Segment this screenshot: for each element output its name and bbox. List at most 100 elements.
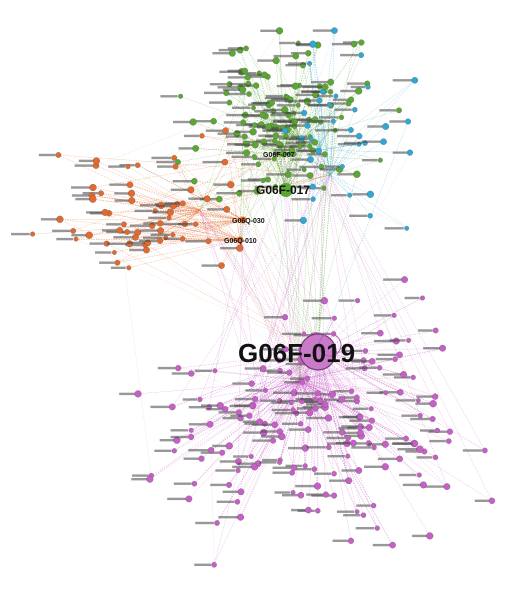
graph-node[interactable] (446, 438, 452, 444)
graph-node[interactable] (146, 475, 154, 483)
graph-node[interactable] (327, 102, 333, 108)
graph-node[interactable] (244, 74, 251, 81)
graph-node[interactable] (309, 40, 317, 48)
graph-node[interactable] (411, 77, 419, 84)
graph-node[interactable] (415, 398, 421, 403)
graph-node[interactable] (236, 244, 244, 252)
graph-node[interactable] (55, 152, 62, 158)
graph-node[interactable] (429, 400, 437, 408)
graph-node[interactable] (276, 357, 282, 364)
graph-node[interactable] (327, 78, 335, 86)
graph-node[interactable] (338, 429, 346, 436)
graph-node[interactable] (362, 348, 369, 354)
graph-node[interactable] (439, 344, 446, 352)
graph-node[interactable] (405, 118, 411, 125)
graph-node[interactable] (70, 228, 77, 234)
graph-node[interactable] (263, 387, 268, 393)
graph-node[interactable] (312, 405, 319, 412)
graph-node[interactable] (314, 390, 321, 397)
graph-node[interactable] (321, 151, 328, 158)
graph-node[interactable] (299, 216, 307, 224)
graph-node[interactable] (360, 512, 367, 518)
graph-node[interactable] (396, 107, 402, 114)
graph-node[interactable] (397, 389, 404, 396)
graph-node[interactable] (219, 449, 226, 456)
graph-node[interactable] (270, 437, 276, 444)
graph-node[interactable] (434, 427, 440, 434)
graph-node[interactable] (382, 123, 390, 130)
graph-node[interactable] (264, 123, 272, 131)
graph-node[interactable] (251, 463, 259, 471)
graph-node[interactable] (112, 250, 117, 255)
graph-node[interactable] (377, 157, 383, 163)
graph-node[interactable] (419, 481, 427, 489)
graph-node[interactable] (114, 259, 121, 266)
graph-node[interactable] (315, 147, 322, 155)
graph-node[interactable] (248, 454, 254, 459)
graph-node[interactable] (292, 52, 300, 60)
graph-node[interactable] (368, 417, 375, 424)
graph-node[interactable] (352, 107, 358, 113)
graph-node[interactable] (249, 128, 257, 136)
graph-node[interactable] (241, 67, 248, 74)
graph-node[interactable] (432, 327, 439, 334)
graph-node[interactable] (356, 132, 363, 140)
graph-node[interactable] (125, 164, 131, 170)
graph-node[interactable] (30, 231, 36, 237)
graph-node[interactable] (235, 409, 242, 416)
graph-node[interactable] (307, 156, 314, 163)
graph-node[interactable] (225, 442, 233, 450)
hub-node-g06f-017[interactable] (279, 183, 293, 197)
graph-node[interactable] (214, 520, 220, 526)
graph-node[interactable] (338, 114, 345, 120)
graph-node[interactable] (259, 112, 266, 119)
graph-node[interactable] (357, 429, 364, 437)
graph-node[interactable] (251, 396, 259, 403)
graph-node[interactable] (302, 463, 308, 469)
graph-node[interactable] (355, 298, 361, 304)
graph-node[interactable] (396, 455, 403, 463)
graph-node[interactable] (248, 380, 255, 387)
graph-node[interactable] (338, 396, 345, 403)
graph-node[interactable] (446, 428, 453, 435)
graph-node[interactable] (339, 164, 345, 170)
graph-node[interactable] (392, 356, 398, 362)
graph-node[interactable] (482, 447, 488, 454)
graph-node[interactable] (226, 481, 232, 488)
graph-node[interactable] (357, 414, 364, 420)
graph-node[interactable] (355, 467, 363, 474)
graph-node[interactable] (85, 231, 93, 239)
graph-node[interactable] (252, 82, 260, 89)
graph-node[interactable] (331, 471, 337, 477)
graph-node[interactable] (281, 314, 289, 321)
graph-node[interactable] (228, 49, 236, 57)
graph-node[interactable] (249, 403, 255, 409)
graph-node[interactable] (345, 477, 352, 485)
graph-node[interactable] (260, 177, 266, 184)
graph-node[interactable] (320, 297, 328, 305)
graph-node[interactable] (297, 421, 304, 427)
hub-node-g06f-019[interactable] (299, 333, 337, 371)
graph-node[interactable] (227, 181, 235, 189)
graph-node[interactable] (353, 394, 360, 401)
graph-node[interactable] (278, 432, 286, 441)
graph-node[interactable] (412, 440, 419, 447)
graph-node[interactable] (246, 91, 252, 97)
graph-node[interactable] (128, 197, 136, 205)
graph-node[interactable] (426, 532, 434, 540)
graph-node[interactable] (179, 236, 186, 242)
graph-node[interactable] (126, 181, 134, 188)
graph-node[interactable] (101, 208, 109, 216)
graph-node[interactable] (347, 192, 353, 198)
graph-node[interactable] (168, 403, 176, 411)
graph-node[interactable] (251, 122, 258, 128)
graph-node[interactable] (197, 396, 203, 403)
graph-node[interactable] (271, 421, 278, 428)
graph-node[interactable] (223, 206, 231, 213)
graph-node[interactable] (391, 312, 397, 318)
graph-node[interactable] (331, 27, 338, 34)
graph-node[interactable] (277, 459, 283, 465)
graph-node[interactable] (355, 87, 363, 95)
graph-node[interactable] (286, 369, 293, 376)
graph-node[interactable] (358, 39, 365, 46)
